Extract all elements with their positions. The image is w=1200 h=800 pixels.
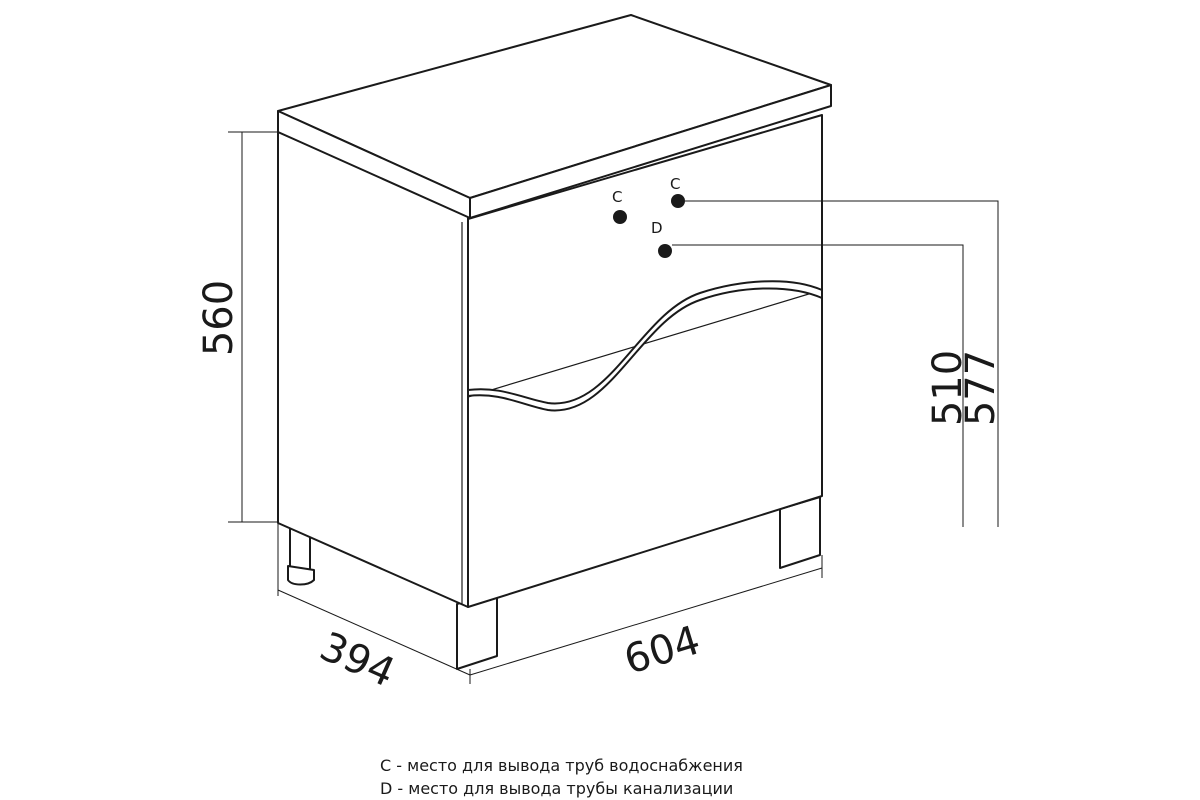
countertop	[277, 14, 832, 219]
pipe-markers: C C D	[612, 175, 685, 258]
wave-handle	[467, 280, 823, 412]
dimension-604-label: 604	[619, 617, 705, 683]
front-panel	[467, 114, 823, 608]
dimension-577-label: 577	[958, 350, 1004, 426]
marker-c-left	[613, 210, 627, 224]
marker-d-label: D	[651, 219, 663, 237]
dimension-height-560: 560	[196, 131, 278, 523]
legend-drainage: D - место для вывода трубы канализации	[380, 779, 734, 798]
marker-c-right-label: C	[670, 175, 680, 193]
marker-c-left-label: C	[612, 188, 622, 206]
leg-back-left-foot	[287, 565, 315, 586]
countertop-side-edge	[277, 110, 471, 219]
dimension-supply-heights: 510 577	[672, 200, 1004, 527]
dimension-394-label: 394	[313, 624, 401, 697]
legend-water-supply: C - место для вывода труб водоснабжения	[380, 756, 743, 775]
legs	[287, 496, 821, 670]
dimension-560-label: 560	[196, 280, 242, 356]
marker-c-right	[671, 194, 685, 208]
marker-d	[658, 244, 672, 258]
dimension-510-label: 510	[925, 350, 971, 426]
